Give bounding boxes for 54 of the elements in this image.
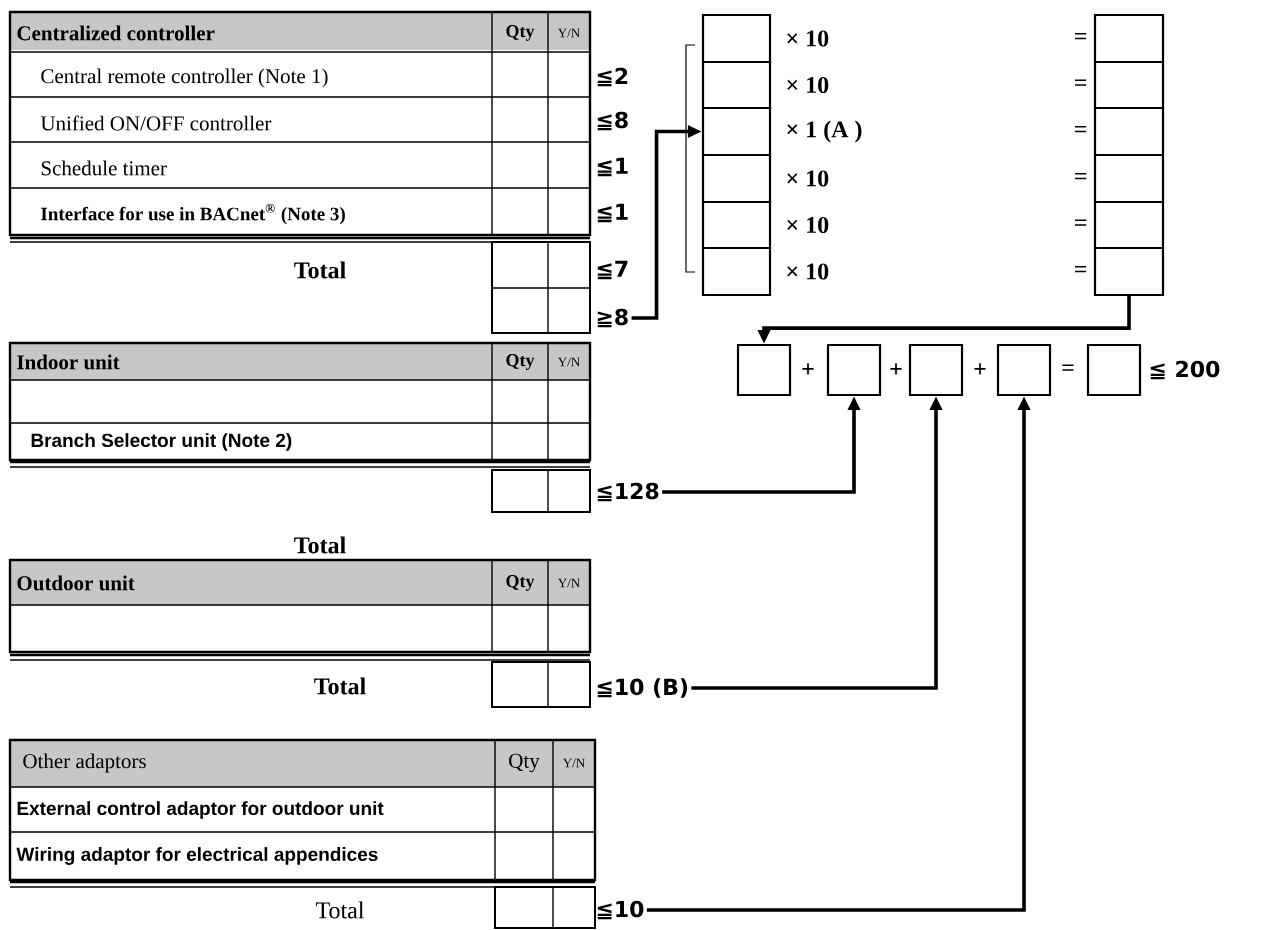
equals-sign: = <box>1075 172 1087 180</box>
total-label: Total <box>315 901 365 919</box>
column-header: Y/N <box>557 357 580 367</box>
equals-sign: = <box>1075 79 1087 86</box>
multiplier-label: × 10 <box>787 263 829 280</box>
column-header: Qty <box>506 575 535 591</box>
item-label: Interface for use in BACnet$^{®}$ (Note 3) <box>41 203 345 225</box>
limit-label: ≦128 <box>597 482 659 502</box>
equals-sign: = <box>1075 32 1087 40</box>
entry-box <box>1086 343 1142 397</box>
limit-label: ≧8 <box>597 308 628 328</box>
column-header: Qty <box>506 25 535 41</box>
column-header: Qty <box>509 753 540 773</box>
equals-sign: = <box>1075 219 1087 226</box>
limit-label: ≦1 <box>597 203 628 223</box>
column-header: Qty <box>506 354 535 370</box>
multiplier-label: × 10 <box>787 216 829 234</box>
entry-box <box>908 343 964 397</box>
total-label: Total <box>294 536 346 554</box>
item-label: Schedule timer <box>41 160 167 176</box>
header-text: Centralized controller <box>17 25 215 41</box>
multiplier-label: × 1 (A ) <box>787 120 862 143</box>
header-text: Other adaptors <box>23 753 146 773</box>
item-label: Central remote controller (Note 1) <box>41 68 328 88</box>
plus-sign: + <box>890 363 902 375</box>
item-label: External control adaptor for outdoor unit <box>17 801 384 819</box>
header-text: Outdoor unit <box>17 575 135 591</box>
header-text: Indoor unit <box>17 354 120 370</box>
total-label: Total <box>314 677 366 695</box>
plus-sign: + <box>802 363 814 375</box>
limit-label: ≦ 200 <box>1150 360 1220 380</box>
plus-sign: + <box>974 363 986 375</box>
column-header: Y/N <box>557 578 580 588</box>
entry-box <box>736 343 792 397</box>
equals-sign: = <box>1062 364 1074 371</box>
multiplier-label: × 10 <box>787 76 829 94</box>
item-label: Branch Selector unit (Note 2) <box>31 433 292 451</box>
limit-label: ≦10 (B) <box>597 678 688 698</box>
equals-sign: = <box>1075 265 1087 273</box>
multiplier-label: × 10 <box>787 30 829 47</box>
equals-sign: = <box>1075 125 1087 133</box>
entry-box <box>996 343 1052 397</box>
column-header: Y/N <box>562 758 585 768</box>
item-label: Wiring adaptor for electrical appendices <box>16 847 378 865</box>
limit-label: ≦10 <box>597 900 644 920</box>
multiplier-label: × 10 <box>787 170 829 187</box>
limit-label: ≦1 <box>597 157 628 177</box>
item-label: Unified ON/OFF controller <box>40 115 272 131</box>
entry-box <box>826 343 882 397</box>
limit-label: ≦8 <box>597 111 628 131</box>
limit-label: ≦2 <box>597 67 628 87</box>
total-label: Total <box>294 261 346 279</box>
column-header: Y/N <box>557 28 580 38</box>
limit-label: ≦7 <box>597 260 628 280</box>
